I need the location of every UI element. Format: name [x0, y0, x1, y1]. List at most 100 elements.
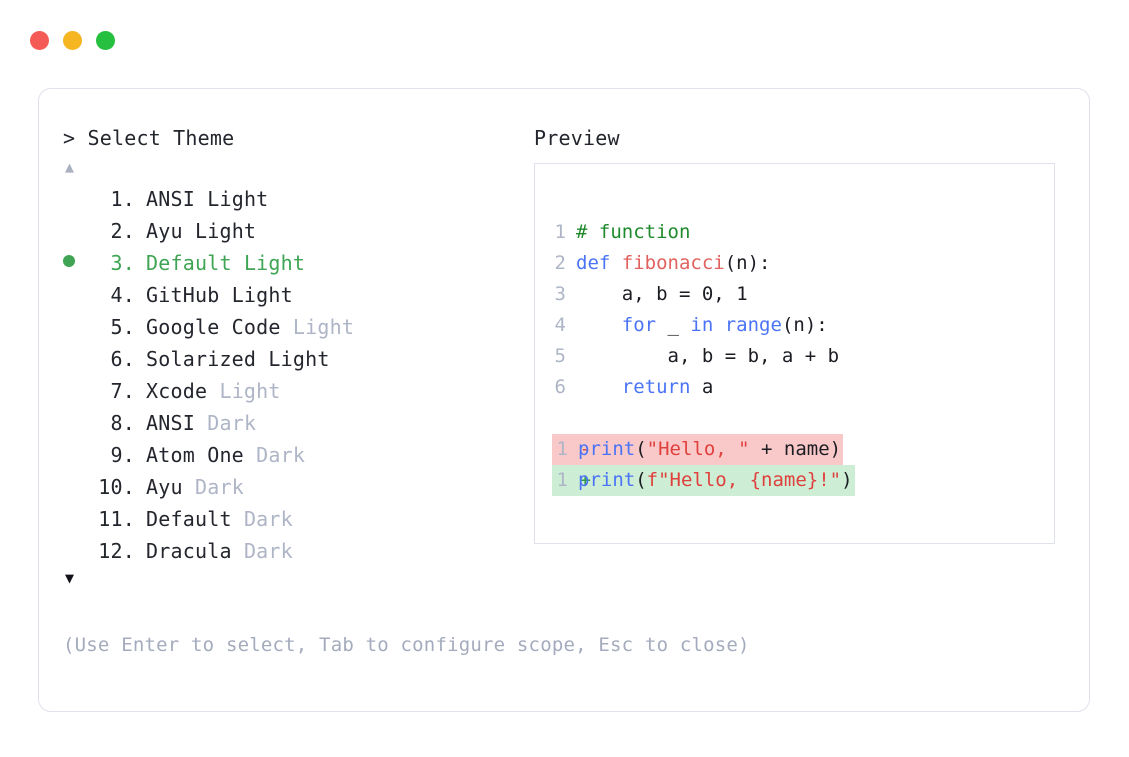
code-token	[576, 376, 622, 398]
code-token: return	[621, 376, 691, 398]
code-token: ,	[713, 283, 737, 305]
selected-dot-icon	[63, 255, 75, 267]
theme-item-number: 11.	[98, 507, 135, 531]
code-line-number: 5	[554, 345, 566, 367]
page-title: Select Theme	[87, 126, 235, 150]
theme-item-number: 5.	[110, 315, 135, 339]
code-token	[576, 314, 622, 336]
code-token: _	[656, 314, 691, 336]
theme-item-variant: Dark	[194, 475, 244, 499]
code-line: 6 return a	[552, 372, 855, 403]
code-token: a	[690, 376, 714, 398]
theme-list-item[interactable]: 7. Xcode Light	[63, 375, 533, 407]
theme-item-variant: Light	[219, 379, 281, 403]
theme-item-name: Google Code Light	[146, 315, 355, 339]
theme-item-number: 3.	[110, 251, 135, 275]
theme-item-name: Default Dark	[146, 507, 293, 531]
theme-item-variant: Dark	[256, 443, 306, 467]
code-line-number: 6	[554, 376, 566, 398]
theme-list-item[interactable]: 3. Default Light	[63, 247, 533, 279]
theme-item-name: Solarized Light	[146, 347, 330, 371]
code-line-number: 2	[554, 252, 566, 274]
theme-list-item[interactable]: 8. ANSI Dark	[63, 407, 533, 439]
code-token: "Hello, "	[646, 438, 750, 460]
diff-line-del: 1 - print("Hello, " + name)	[552, 434, 855, 465]
theme-item-name: ANSI Light	[146, 187, 269, 211]
code-token: # function	[576, 221, 691, 243]
theme-item-name: Ayu Light	[146, 219, 257, 243]
theme-item-number: 9.	[110, 443, 135, 467]
code-line: 1 # function	[552, 217, 855, 248]
diff-line-highlight: 1 - print("Hello, " + name)	[552, 434, 844, 465]
close-window-icon[interactable]	[30, 31, 49, 50]
theme-item-variant: Light	[292, 315, 355, 339]
theme-list-item[interactable]: 11. Default Dark	[63, 503, 533, 535]
code-line-number: 1	[554, 221, 566, 243]
code-line: 4 for _ in range(n):	[552, 310, 855, 341]
code-token: a, b = b, a + b	[576, 345, 840, 367]
code-token: print	[578, 438, 636, 460]
theme-item-variant: Dark	[243, 507, 293, 531]
theme-item-name: Default Light	[146, 251, 306, 275]
code-token: in range	[690, 314, 782, 336]
theme-item-name: Dracula Dark	[146, 539, 293, 563]
theme-item-name: ANSI Dark	[146, 411, 257, 435]
code-line-text: a, b = 0, 1	[566, 279, 748, 310]
theme-item-number: 7.	[110, 379, 135, 403]
diff-line-highlight: 1 + print(f"Hello, {name}!")	[552, 465, 855, 496]
theme-item-variant: Light	[194, 219, 257, 243]
theme-list-item[interactable]: 10.Ayu Dark	[63, 471, 533, 503]
theme-item-name: Ayu Dark	[146, 475, 244, 499]
maximize-window-icon[interactable]	[96, 31, 115, 50]
code-line-text: a, b = b, a + b	[566, 341, 840, 372]
code-token: )	[841, 469, 853, 491]
theme-item-name: GitHub Light	[146, 283, 293, 307]
code-token: (n):	[724, 252, 771, 274]
code-token: print	[578, 469, 636, 491]
diff-marker-icon: -	[568, 438, 603, 460]
diff-line-number: 1	[556, 438, 568, 460]
keyboard-hint: (Use Enter to select, Tab to configure s…	[63, 634, 750, 656]
theme-item-number: 8.	[110, 411, 135, 435]
code-line-text: def fibonacci(n):	[566, 248, 770, 279]
theme-list-item[interactable]: 1.ANSI Light	[63, 183, 533, 215]
code-token: a, b =	[576, 283, 702, 305]
prompt-caret-icon: >	[63, 126, 76, 150]
code-line: 5 a, b = b, a + b	[552, 341, 855, 372]
theme-list-item[interactable]: 5. Google Code Light	[63, 311, 533, 343]
scroll-up-indicator-icon[interactable]: ▲	[65, 158, 75, 176]
code-line-text: return a	[566, 372, 714, 403]
theme-item-variant: Light	[243, 251, 306, 275]
code-token: 0	[701, 283, 714, 305]
preview-heading: Preview	[534, 126, 620, 150]
theme-list-item[interactable]: 6. Solarized Light	[63, 343, 533, 375]
theme-list-item[interactable]: 12. Dracula Dark	[63, 535, 533, 567]
theme-list-item[interactable]: 9. Atom One Dark	[63, 439, 533, 471]
code-line-text: for _ in range(n):	[566, 310, 828, 341]
theme-item-variant: Light	[268, 347, 330, 371]
code-token: + name)	[749, 438, 842, 460]
code-token: for	[621, 314, 657, 336]
theme-item-variant: Light	[231, 283, 293, 307]
theme-list-column: > Select Theme ▲ 1.ANSI Light 2. Ayu Light…	[63, 124, 533, 588]
theme-item-number: 2.	[110, 219, 135, 243]
theme-list-item[interactable]: 2. Ayu Light	[63, 215, 533, 247]
theme-item-number: 12.	[98, 539, 135, 563]
code-token: (	[635, 438, 647, 460]
code-token: f"Hello, {name}!"	[646, 469, 842, 491]
selected-bullet-icon	[63, 247, 89, 279]
code-line-number: 3	[554, 283, 566, 305]
theme-picker-panel: > Select Theme ▲ 1.ANSI Light 2. Ayu Light…	[38, 88, 1090, 712]
theme-item-number: 6.	[110, 347, 135, 371]
scroll-down-indicator-icon[interactable]: ▼	[65, 569, 75, 587]
theme-item-name: Atom One Dark	[146, 443, 306, 467]
theme-list-item[interactable]: 4.GitHub Light	[63, 279, 533, 311]
code-line-text: # function	[566, 217, 690, 248]
theme-item-variant: Dark	[243, 539, 293, 563]
diff-line-number: 1	[556, 469, 568, 491]
theme-item-name: Xcode Light	[146, 379, 281, 403]
minimize-window-icon[interactable]	[63, 31, 82, 50]
